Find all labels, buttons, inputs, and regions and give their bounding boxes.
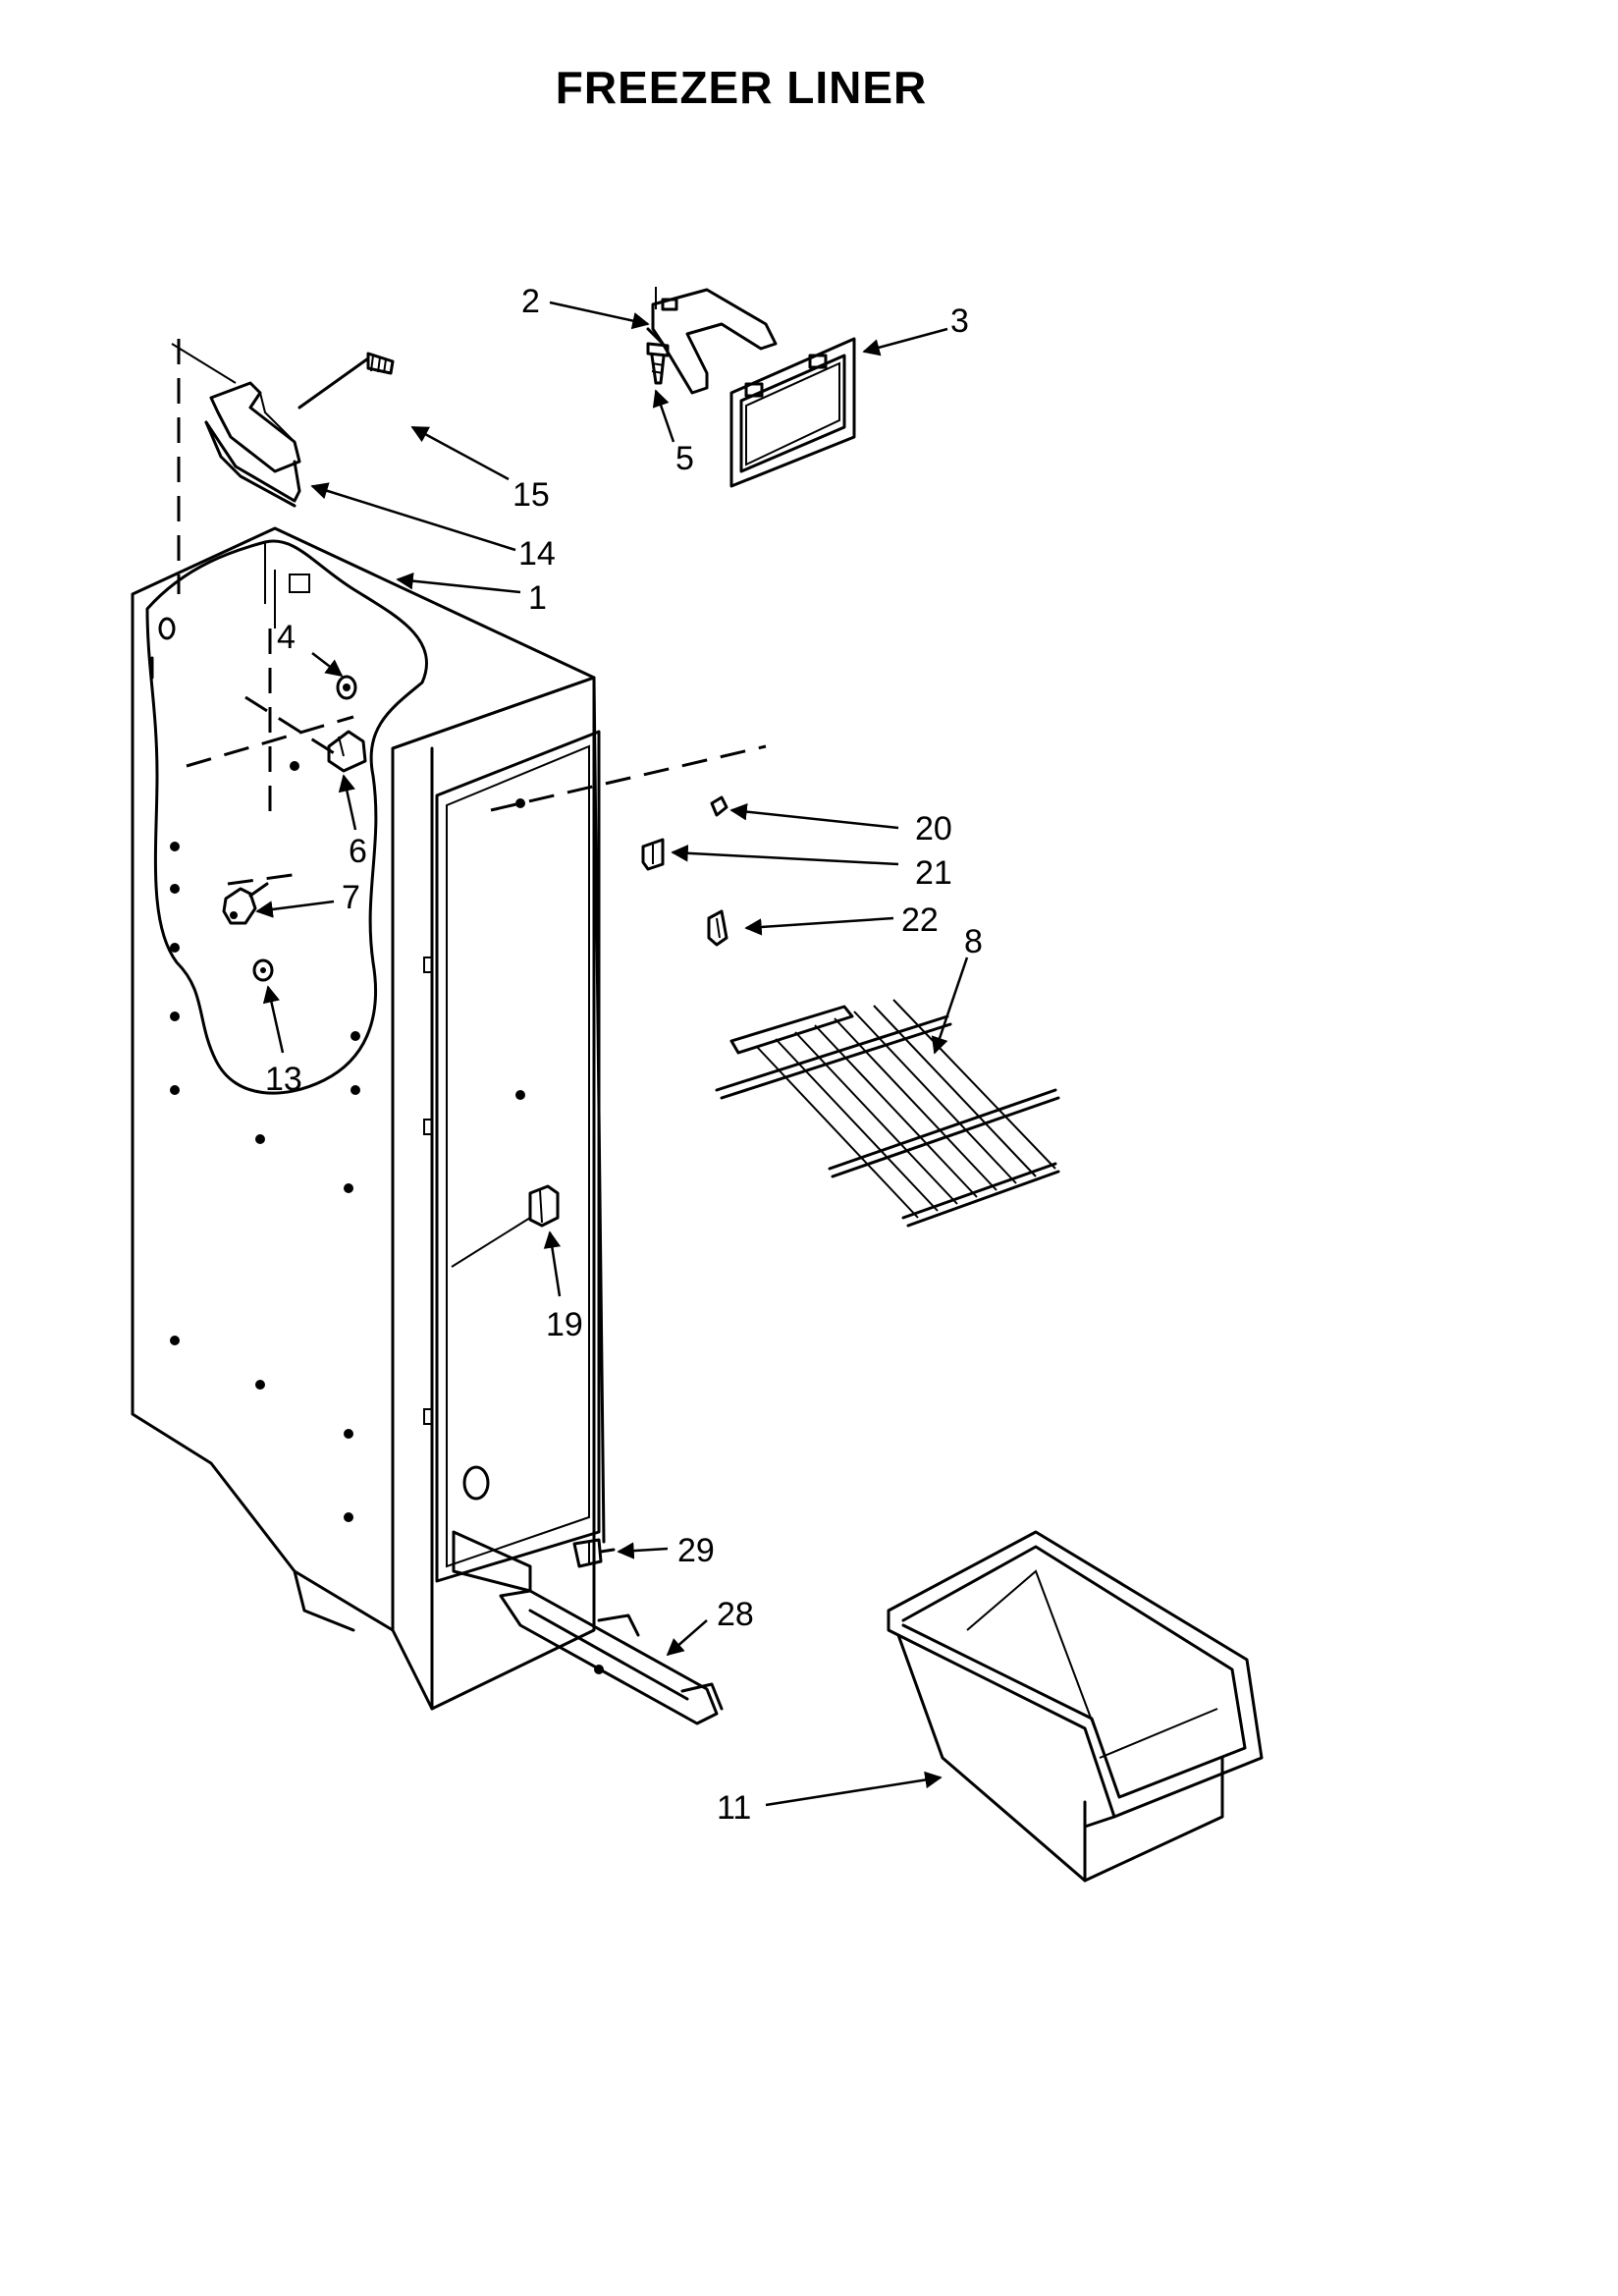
clip-part-21 — [641, 838, 665, 871]
callout-21: 21 — [915, 854, 952, 892]
hinge-screw — [297, 352, 395, 410]
callout-14: 14 — [518, 535, 556, 573]
top-hinge-bracket — [171, 343, 301, 508]
clip-part-20 — [710, 795, 728, 817]
callout-8: 8 — [964, 923, 983, 960]
callout-11: 11 — [717, 1789, 751, 1827]
shelf-clip — [327, 730, 367, 773]
screw-part-4 — [336, 675, 357, 700]
callout-29: 29 — [677, 1532, 715, 1569]
screw-part-7 — [222, 882, 269, 925]
lower-rail-bracket — [499, 1589, 724, 1725]
callout-19: 19 — [546, 1306, 583, 1343]
wire-shelf — [715, 999, 1060, 1228]
callout-2: 2 — [521, 283, 540, 320]
callout-20: 20 — [915, 810, 952, 847]
ice-bin — [887, 1530, 1264, 1883]
callout-5: 5 — [675, 440, 694, 477]
shelf-support-bracket — [646, 287, 778, 395]
callout-13: 13 — [265, 1061, 302, 1098]
callout-4: 4 — [277, 619, 296, 656]
leader-lines — [255, 301, 969, 1807]
diagram-title: FREEZER LINER — [555, 62, 928, 113]
callout-28: 28 — [717, 1596, 754, 1633]
callout-labels: 2 3 5 15 14 1 4 6 7 13 20 21 22 8 19 29 … — [265, 283, 983, 1827]
callout-3: 3 — [950, 302, 969, 340]
clip-part-22 — [707, 909, 728, 947]
callout-1: 1 — [528, 579, 547, 617]
callout-15: 15 — [512, 476, 550, 514]
callout-6: 6 — [349, 833, 367, 870]
callout-22: 22 — [901, 902, 939, 939]
ice-bin-cover — [729, 337, 856, 488]
screw-part-29 — [572, 1538, 616, 1568]
screw-part-13 — [252, 958, 274, 982]
callout-7: 7 — [342, 879, 360, 916]
switch-part-19 — [451, 1184, 560, 1268]
freezer-liner-cabinet — [131, 339, 767, 1711]
